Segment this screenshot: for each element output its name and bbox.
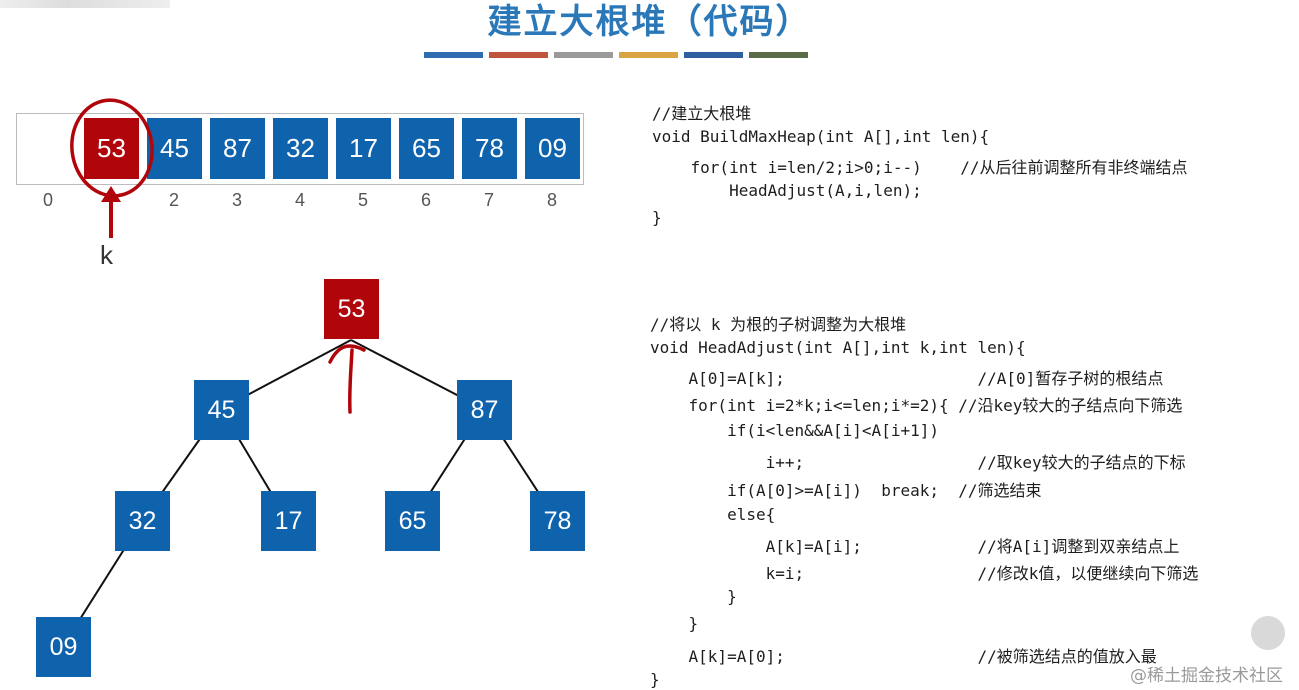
underline-seg — [489, 52, 548, 58]
code-line: for(int i=2*k;i<=len;i*=2){ //沿key较大的子结点… — [650, 396, 1183, 415]
array-index: 8 — [546, 190, 557, 210]
array-index: 5 — [357, 190, 368, 210]
array-index: 0 — [42, 190, 53, 210]
code-line: A[k]=A[0]; //被筛选结点的值放入最 — [650, 647, 1157, 666]
array-cell: 78 — [462, 118, 517, 179]
code-line: else{ — [650, 505, 776, 524]
code-line: k=i; //修改k值，以便继续向下筛选 — [650, 564, 1199, 583]
array-cell: 87 — [210, 118, 265, 179]
array-index: 6 — [420, 190, 431, 210]
tree-node: 17 — [261, 491, 316, 551]
array-index: 7 — [483, 190, 494, 210]
code-line: HeadAdjust(A,i,len); — [652, 181, 922, 200]
code-line: void HeadAdjust(int A[],int k,int len){ — [650, 338, 1026, 357]
code-line: //建立大根堆 — [652, 104, 752, 123]
underline-seg — [554, 52, 613, 58]
page-title: 建立大根堆（代码） — [487, 2, 812, 42]
tree-node: 32 — [115, 491, 170, 551]
tree-node-root: 53 — [324, 279, 379, 339]
code-line: } — [650, 587, 737, 606]
handdrawn-arrow — [328, 344, 366, 414]
tree-node: 87 — [457, 380, 512, 440]
tree-node: 09 — [36, 617, 91, 677]
underline-seg — [684, 52, 743, 58]
code-line: A[k]=A[i]; //将A[i]调整到双亲结点上 — [650, 537, 1180, 556]
code-line: i++; //取key较大的子结点的下标 — [650, 453, 1186, 472]
code-line: } — [652, 208, 662, 227]
pointer-label-k: k — [100, 240, 113, 270]
heap-array — [16, 113, 584, 185]
underline-seg — [749, 52, 808, 58]
tree-node: 78 — [530, 491, 585, 551]
code-line: for(int i=len/2;i>0;i--) //从后往前调整所有非终端结点 — [652, 158, 1188, 177]
play-icon[interactable] — [1251, 616, 1285, 650]
array-index: 4 — [294, 190, 305, 210]
watermark: @稀土掘金技术社区 — [1130, 666, 1283, 686]
array-cell: 32 — [273, 118, 328, 179]
array-cell: 45 — [147, 118, 202, 179]
array-cell: 65 — [399, 118, 454, 179]
array-cell: 17 — [336, 118, 391, 179]
code-line: } — [650, 670, 660, 689]
handdrawn-circle — [70, 98, 154, 198]
arrow-up-icon — [101, 186, 121, 238]
code-line: void BuildMaxHeap(int A[],int len){ — [652, 127, 990, 146]
underline-seg — [619, 52, 678, 58]
tree-node: 45 — [194, 380, 249, 440]
array-index: 3 — [231, 190, 242, 210]
array-cell: 53 — [84, 118, 139, 179]
code-line: A[0]=A[k]; //A[0]暂存子树的根结点 — [650, 369, 1164, 388]
code-line: if(i<len&&A[i]<A[i+1]) — [650, 421, 939, 440]
underline-seg — [424, 52, 483, 58]
array-index: 2 — [168, 190, 179, 210]
code-line: if(A[0]>=A[i]) break; //筛选结束 — [650, 481, 1042, 500]
code-line: } — [650, 614, 699, 633]
array-cell: 09 — [525, 118, 580, 179]
tree-node: 65 — [385, 491, 440, 551]
title-underline — [424, 52, 808, 58]
code-line: //将以 k 为根的子树调整为大根堆 — [650, 315, 907, 334]
faded-header-watermark — [0, 0, 170, 8]
